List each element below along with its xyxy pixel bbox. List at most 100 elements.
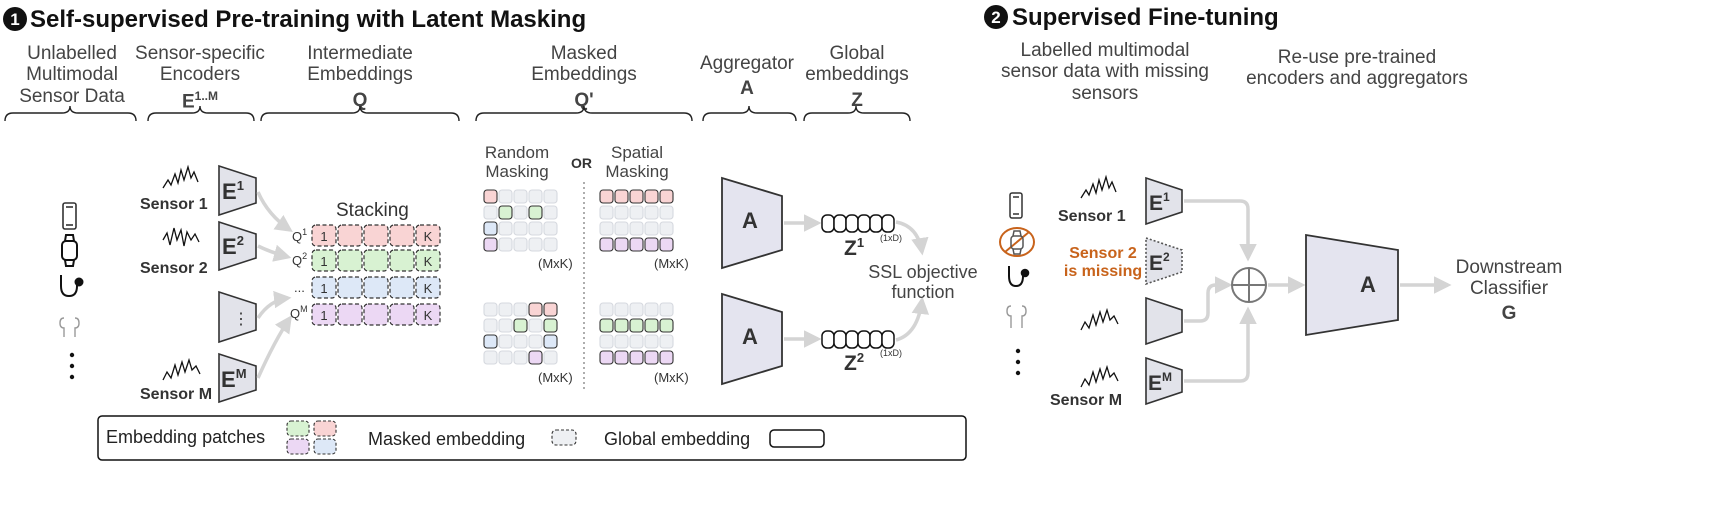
encoder-e2 xyxy=(218,220,257,272)
row-label-q1: Q1 xyxy=(292,227,307,244)
ssl-objective-label: SSL objective function xyxy=(868,262,978,303)
stage2-reuse-header: Re-use pre-trained encoders and aggregat… xyxy=(1246,47,1468,90)
svg-text:K: K xyxy=(424,308,433,323)
encoder-em xyxy=(218,352,257,404)
stage1-number: 1 xyxy=(10,10,19,29)
stage1-title: Self-supervised Pre-training with Latent… xyxy=(30,6,587,33)
mxk-spatial-bottom: (MxK) xyxy=(654,370,689,385)
encoder2-e1 xyxy=(1145,176,1183,226)
brace-data xyxy=(4,105,137,122)
brace-intermediate xyxy=(260,105,460,122)
phone-icon-stage2 xyxy=(1009,192,1023,219)
svg-text:1: 1 xyxy=(320,229,327,244)
signal-sensor-m xyxy=(162,357,201,381)
stack-row-labels: Q1 Q2 ... QM xyxy=(290,227,308,321)
legend-global-label: Global embedding xyxy=(604,429,751,449)
legend-masked-swatch xyxy=(551,429,577,446)
missing-sensor-label: Sensor 2 is missing xyxy=(1063,245,1143,280)
encoder-to-stack-arrows xyxy=(256,191,293,379)
col-header-data: Unlabelled Multimodal Sensor Data xyxy=(19,43,125,107)
legend-masked-label: Masked embedding xyxy=(368,429,526,449)
z2-dim-label: (1xD) xyxy=(880,348,902,358)
header-braces xyxy=(4,105,911,122)
stage2-sensor-label-1: Sensor 1 xyxy=(1058,208,1126,225)
row-label-qm: QM xyxy=(290,304,308,321)
z2-embedding xyxy=(821,330,895,349)
stage2-arrows xyxy=(1184,199,1452,383)
aggregator-top-label: A xyxy=(742,208,758,233)
sensor-label-1: Sensor 1 xyxy=(140,196,208,213)
svg-text:K: K xyxy=(424,229,433,244)
sensor-signals-stage2 xyxy=(1080,174,1119,388)
sensor-label-2: Sensor 2 xyxy=(140,260,208,277)
more-devices-dots xyxy=(69,352,75,380)
encoders-stage2 xyxy=(1145,176,1183,406)
sensor-label-m: Sensor M xyxy=(140,386,213,403)
row-label-dots: ... xyxy=(294,280,305,295)
stack-row-1 xyxy=(311,224,441,247)
col-symbol-aggregator: A xyxy=(740,78,754,99)
col-symbol-global: Z xyxy=(851,90,863,111)
encoder-e1 xyxy=(218,164,257,217)
col-header-encoders: Sensor-specific Encoders xyxy=(135,43,265,86)
embedding-stack xyxy=(311,224,441,326)
stage2-badge: 2 xyxy=(984,5,1008,29)
random-mask-grid-top xyxy=(483,189,558,252)
stage1-badge: 1 xyxy=(3,7,27,31)
stage2-data-header: Labelled multimodal sensor data with mis… xyxy=(1000,40,1210,104)
legend-global-swatch xyxy=(769,429,825,448)
legend-patch-swatch xyxy=(286,420,337,455)
row-label-q2: Q2 xyxy=(292,251,307,268)
encoder-ellipsis xyxy=(218,290,257,344)
encoders-stage1 xyxy=(218,164,257,404)
signal-sensor-m-stage2 xyxy=(1080,364,1119,388)
stacking-label: Stacking xyxy=(336,200,409,221)
col-header-aggregator: Aggregator xyxy=(699,53,794,74)
stethoscope-icon-stage2 xyxy=(1008,266,1030,288)
col-symbol-encoders: E1..M xyxy=(181,89,219,113)
aggregator-bottom xyxy=(721,292,783,386)
col-header-intermediate: Intermediate Embeddings xyxy=(307,43,413,86)
sensor-signals xyxy=(162,164,201,381)
brace-aggregator xyxy=(702,105,797,122)
more-devices-dots-stage2 xyxy=(1015,348,1021,376)
random-masking-label: Random Masking xyxy=(484,143,550,182)
spatial-mask-grid-bottom xyxy=(599,302,674,365)
random-mask-grid-bottom xyxy=(483,302,558,365)
encoder2-em xyxy=(1145,356,1183,406)
encoder2-e2-missing xyxy=(1145,236,1183,286)
col-header-global: Global embeddings xyxy=(805,43,909,86)
col-symbol-intermediate: Q xyxy=(352,90,368,111)
earbuds-icon-stage2 xyxy=(1006,305,1027,328)
mxk-random-bottom: (MxK) xyxy=(538,370,573,385)
mxk-spatial-top: (MxK) xyxy=(654,256,689,271)
z1-dim-label: (1xD) xyxy=(880,233,902,243)
aggregator-bottom-label: A xyxy=(742,324,758,349)
earbuds-icon xyxy=(59,317,80,337)
missing-watch-icon xyxy=(999,227,1035,257)
svg-text:K: K xyxy=(424,281,433,296)
stethoscope-icon xyxy=(60,275,84,298)
svg-text:1: 1 xyxy=(320,254,327,269)
signal-sensor-1-stage2 xyxy=(1080,174,1117,199)
col-header-masked: Masked Embeddings xyxy=(531,43,637,86)
spatial-mask-grid-top xyxy=(599,189,674,252)
encoder2-e3 xyxy=(1145,296,1183,346)
signal-sensor-1 xyxy=(162,164,199,189)
legend-patches-label: Embedding patches xyxy=(106,427,266,447)
stack-row-3 xyxy=(311,276,441,299)
aggregator-stage2 xyxy=(1305,233,1399,337)
svg-text:K: K xyxy=(424,254,433,269)
svg-text:1: 1 xyxy=(320,281,327,296)
stack-row-2 xyxy=(311,249,441,272)
signal-sensor-3-stage2 xyxy=(1080,307,1119,331)
downstream-classifier-label: Downstream Classifier xyxy=(1455,257,1563,300)
phone-icon xyxy=(62,202,77,230)
aggregators-stage1 xyxy=(721,176,783,386)
z2-label: Z2 xyxy=(844,350,865,375)
or-label: OR xyxy=(571,155,592,171)
brace-global xyxy=(803,105,911,122)
